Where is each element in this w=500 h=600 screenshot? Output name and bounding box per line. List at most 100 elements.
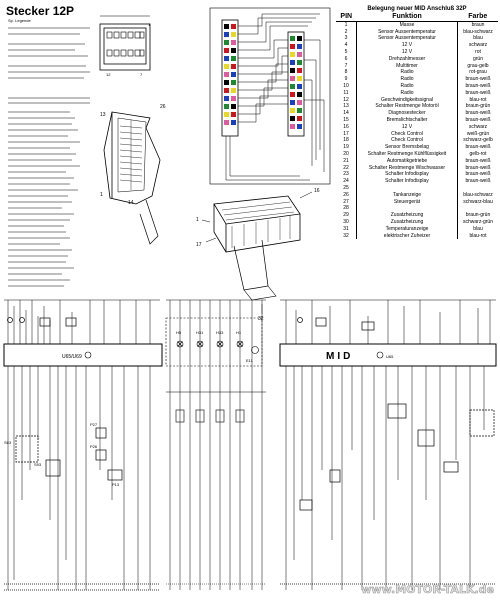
cell-function: Schalter Restmenge Kühlflüssigkeit bbox=[356, 150, 458, 158]
cell-pin: 14 bbox=[343, 110, 349, 117]
cell-function: Bremslichtschalter bbox=[356, 116, 458, 124]
label-s63: S63 bbox=[4, 440, 12, 445]
cell-function: Schalter Infodisplay bbox=[356, 178, 458, 185]
legend-12p: Sp. Legende bbox=[8, 18, 90, 79]
cell-color: blau-schwarz bbox=[463, 28, 493, 35]
header-function: Funktion bbox=[356, 13, 458, 22]
header-pin: PIN bbox=[336, 13, 357, 22]
wire-swatches-right bbox=[290, 36, 302, 129]
cell-color: gelb-rot bbox=[469, 150, 487, 157]
pin-table-title: Belegung neuer MID Anschluß 32P bbox=[367, 6, 467, 12]
table-row: 27 Steuergerät schwarz-blau bbox=[336, 198, 498, 206]
cell-function: 12 V bbox=[356, 42, 458, 49]
cell-function: Check Control bbox=[356, 130, 458, 138]
cell-function: Schalter Restmenge Wischwasser bbox=[356, 164, 458, 172]
cell-function: Sensor Bremsbelag bbox=[356, 144, 458, 151]
cell-pin: 32 bbox=[343, 232, 349, 239]
label-p26: P26 bbox=[90, 444, 98, 449]
cell-function: Schalter Restmenge Motoröl bbox=[356, 103, 458, 111]
cell-function: Automatikgetriebe bbox=[356, 157, 458, 165]
page-title: Stecker 12P bbox=[6, 4, 75, 18]
cell-pin: 26 bbox=[343, 191, 349, 198]
pin-label-1-large: 1 bbox=[100, 192, 103, 198]
cell-color bbox=[458, 205, 499, 212]
cell-color: rot-grau bbox=[469, 69, 487, 76]
cell-color: schwarz bbox=[468, 123, 488, 130]
pin-label-16: 16 bbox=[314, 188, 320, 194]
cell-pin: 17 bbox=[343, 130, 349, 137]
pin-label-13: 13 bbox=[100, 112, 106, 118]
cell-color: schwarz-blau bbox=[463, 198, 493, 205]
cell-pin: 9 bbox=[344, 76, 348, 83]
cell-pin: 3 bbox=[344, 35, 348, 42]
cell-pin: 22 bbox=[343, 164, 349, 171]
pin-label-1-3d: 1 bbox=[196, 217, 199, 223]
lamp-row bbox=[176, 340, 244, 348]
cell-color: blau-rot bbox=[469, 96, 487, 103]
pin-label-1: 1 bbox=[148, 22, 151, 27]
schematic-left: U65/U69 S63 bbox=[3, 299, 163, 591]
pin-assignment-panel: Belegung neuer MID Anschluß 32P PIN Funk… bbox=[336, 6, 499, 240]
cell-color: braun-weiß bbox=[465, 178, 491, 185]
cell-pin: 1 bbox=[344, 21, 348, 28]
cell-pin: 15 bbox=[343, 116, 349, 123]
cell-function: Tankanzeige bbox=[356, 191, 458, 199]
cell-pin: 6 bbox=[344, 55, 348, 62]
cell-function: Radio bbox=[356, 76, 458, 83]
pin-label-14: 14 bbox=[128, 200, 134, 206]
cell-pin: 28 bbox=[343, 205, 349, 212]
cell-color: braun-weiß bbox=[465, 157, 491, 164]
cell-color: braun-weiß bbox=[465, 164, 491, 171]
legend-32p-list bbox=[8, 97, 90, 287]
cell-pin: 19 bbox=[343, 144, 349, 151]
cell-function: Multitimer bbox=[356, 62, 458, 70]
cell-color: weiß-grün bbox=[466, 130, 490, 137]
cell-pin: 27 bbox=[343, 198, 349, 205]
cell-color: braun-grün bbox=[465, 103, 491, 110]
legend-heading: Sp. Legende bbox=[8, 18, 31, 23]
cell-color bbox=[458, 185, 499, 192]
table-row: 28 bbox=[336, 205, 499, 213]
label-h31: H31 bbox=[196, 330, 204, 335]
cell-color: schwarz-gelb bbox=[463, 137, 493, 144]
table-row: 22 Schalter Restmenge Wischwasser braun-we… bbox=[336, 164, 498, 172]
cell-function: Zusatzheizung bbox=[356, 218, 458, 226]
module-label-mid: MID bbox=[326, 351, 353, 362]
cell-pin: 29 bbox=[343, 212, 349, 219]
cell-color: blau bbox=[473, 35, 483, 42]
pin-label-7: 7 bbox=[140, 72, 143, 77]
pin-label-26: 26 bbox=[160, 104, 166, 110]
cell-color: rot bbox=[475, 48, 481, 55]
wire-traces-top bbox=[225, 13, 325, 181]
label-p27: P27 bbox=[90, 422, 98, 427]
cell-pin: 23 bbox=[343, 171, 349, 178]
module-label-left: U65/U69 bbox=[62, 354, 82, 360]
watermark: www.MOTOR-TALK.de bbox=[361, 583, 494, 597]
label-p13: P13 bbox=[112, 482, 120, 487]
cell-color: braun bbox=[471, 21, 485, 28]
schematic-middle: H5 H31 H33 H1 E11 bbox=[165, 299, 266, 590]
cell-color: blau-rot bbox=[469, 232, 487, 239]
cell-pin: 10 bbox=[343, 82, 349, 89]
cell-pin: 13 bbox=[343, 103, 349, 110]
table-row: 25 bbox=[336, 184, 499, 192]
cell-color: braun-weiß bbox=[465, 82, 491, 89]
cell-function: Radio bbox=[356, 69, 458, 77]
cell-function bbox=[356, 205, 458, 213]
label-s93: S93 bbox=[34, 462, 42, 467]
cell-pin: 12 bbox=[343, 96, 349, 103]
cell-function: Steuergerät bbox=[356, 198, 458, 206]
cell-pin: 5 bbox=[344, 48, 348, 55]
